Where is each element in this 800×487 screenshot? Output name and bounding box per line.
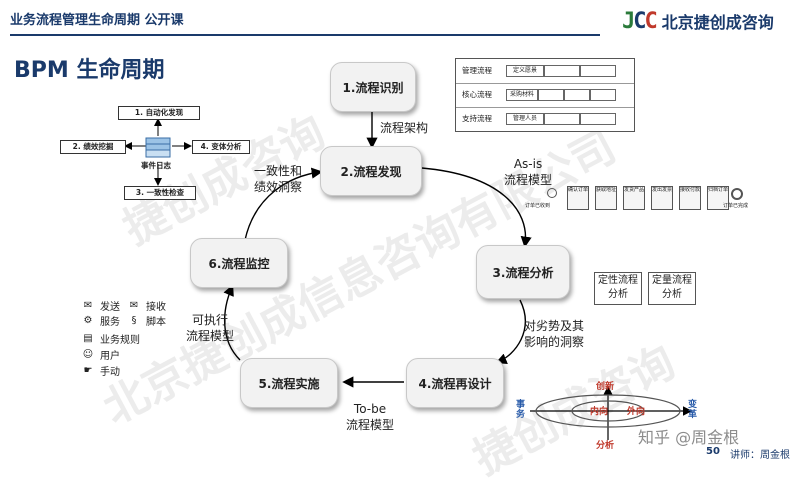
label-executable-model: 可执行流程模型 [186,313,235,343]
process-architecture-table: 管理流程 定义愿景 核心流程 采购材料 支持流程 管理人员 [455,58,635,132]
table-row: 支持流程 管理人员 [456,107,634,131]
script-icon: § [131,314,137,326]
hand-icon: ☛ [83,364,93,376]
legend-manual: ☛手动 [83,364,120,378]
legend-user: ☺用户 [82,348,120,362]
rules-icon: ▤ [83,332,93,344]
mining-variant: 4. 变体分析 [192,140,250,154]
redesign-innovation: 创新 [596,382,615,392]
label-process-architecture: 流程架构 [380,121,429,135]
lifecycle-arrows [124,110,693,440]
zhihu-watermark: 知乎 @周金根 [638,428,740,447]
stage-redesign: 4.流程再设计 [406,358,504,408]
label-insights: 对劣势及其影响的洞察 [524,319,585,349]
redesign-inward: 内向 [590,407,609,417]
redesign-transactional: 事务 [516,400,526,420]
legend-business-rules: ▤业务规则 [83,332,140,346]
stage-implementation: 5.流程实施 [240,358,338,408]
table-row: 管理流程 定义愿景 [456,59,634,84]
asis-process-strip: 订单已收到 确认订单 获取地址 发货产品 发出发票 接收付款 归档订单 订单已完… [525,186,749,210]
arrow-3-4 [495,299,526,364]
redesign-transformational: 变革 [688,400,698,420]
header-rule [10,34,600,36]
user-icon: ☺ [82,348,94,360]
company-logo: JCC 北京捷创成咨询 [622,8,774,34]
event-log-label: 事件日志 [141,161,171,170]
redesign-analysis: 分析 [596,441,615,451]
arrow-6-2 [244,167,323,241]
redesign-outward: 外向 [627,407,646,417]
page-title: BPM 生命周期 [14,58,165,83]
mail-icon: ✉ [83,299,93,311]
legend-send: ✉发送 [83,299,120,313]
mining-automated-discovery: 1. 自动化发现 [118,106,200,120]
qualitative-analysis-box: 定性流程分析 [594,272,642,305]
mining-conformance: 3. 一致性检查 [124,186,196,200]
quantitative-analysis-box: 定量流程分析 [648,272,696,305]
legend-service: ⚙服务 [83,314,120,328]
mail-open-icon: ✉ [129,299,139,311]
stage-monitoring: 6.流程监控 [190,238,288,288]
logo-text: 北京捷创成咨询 [661,13,774,32]
stage-identification: 1.流程识别 [330,62,416,112]
label-conformance-insights: 一致性和绩效洞察 [254,164,303,194]
lecturer-credit: 讲师：周金根 [730,450,790,461]
page-number: 50 [706,446,720,457]
arrow-2-3 [421,167,532,248]
logo-mark: JCC [622,8,658,34]
legend-script: §脚本 [128,313,167,328]
stage-analysis: 3.流程分析 [476,245,570,299]
stage-discovery: 2.流程发现 [320,146,422,196]
table-row: 核心流程 采购材料 [456,83,634,108]
legend-receive: ✉接收 [129,299,166,313]
gears-icon: ⚙ [83,314,93,326]
course-title: 业务流程管理生命周期 公开课 [10,13,184,28]
arrow-5-6 [223,284,241,361]
mining-performance: 2. 绩效挖掘 [60,140,126,154]
